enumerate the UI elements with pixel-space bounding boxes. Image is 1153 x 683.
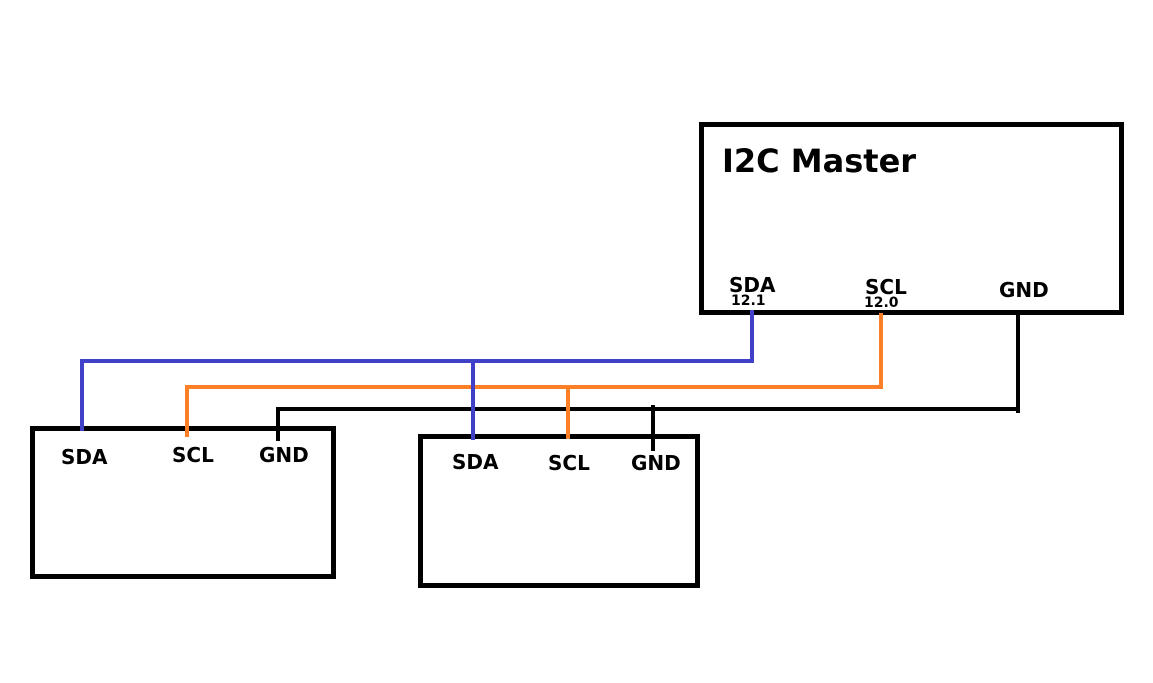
master-box: [699, 122, 1124, 315]
slave-middle-box: [418, 434, 700, 588]
slave-left-sda-label: SDA: [61, 445, 108, 469]
master-title: I2C Master: [722, 142, 916, 180]
gnd-wire: [276, 312, 1020, 451]
master-scl-pin-number: 12.0: [864, 295, 899, 311]
slave-left-gnd-label: GND: [259, 443, 309, 467]
slave-middle-scl-label: SCL: [548, 451, 590, 475]
master-scl-label: SCL: [865, 275, 907, 299]
master-gnd-label: GND: [999, 278, 1049, 302]
slave-left-box: [30, 426, 336, 579]
master-sda-label: SDA: [729, 273, 776, 297]
slave-middle-gnd-label: GND: [631, 451, 681, 475]
slave-left-scl-label: SCL: [172, 443, 214, 467]
master-sda-pin-number: 12.1: [731, 293, 766, 309]
sda-wire: [80, 310, 754, 440]
scl-wire: [185, 313, 883, 439]
slave-middle-sda-label: SDA: [452, 450, 499, 474]
